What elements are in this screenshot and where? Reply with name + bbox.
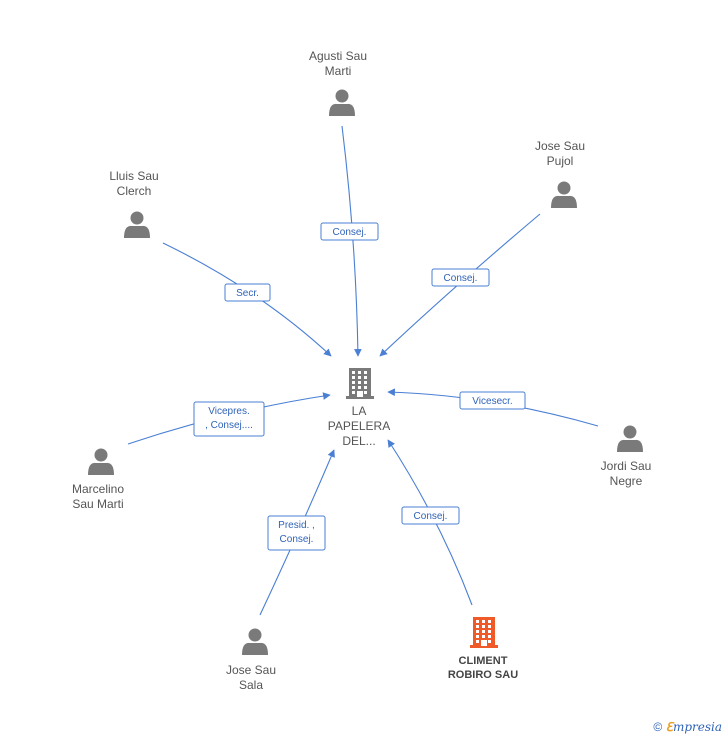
person-icon [242,628,268,655]
edge-label-box-marcelino[interactable] [193,401,265,437]
center-company-node[interactable]: LAPAPELERADEL... [328,368,390,448]
person-name[interactable]: Sala [239,678,263,692]
edge-label-jordi: Vicesecr. [472,396,512,407]
edge-label-box-jose-pujol[interactable] [431,268,490,287]
person-name[interactable]: Clerch [117,184,152,198]
company-name[interactable]: ROBIRO SAU [448,669,518,681]
brand-initial: ℇ [665,720,673,734]
person-name[interactable]: Jose Sau [535,139,585,153]
edge-label-box-agusti[interactable] [320,222,379,241]
edge-line-agusti [341,125,362,357]
edge-marcelino[interactable]: Vicepres. , Consej.... [127,392,331,445]
person-name[interactable]: Sau Marti [72,497,123,511]
edge-label-jose-sala: Presid. , [278,520,315,531]
building-icon [470,617,498,648]
company-node-climent[interactable]: CLIMENT ROBIRO SAU [448,617,518,681]
edge-label-marcelino: Vicepres. [208,406,250,417]
company-name[interactable]: CLIMENT [459,655,508,667]
edge-label-box-jose-sala[interactable] [267,515,326,551]
edge-label-climent: Consej. [414,511,448,522]
person-name[interactable]: Jose Sau [226,663,276,677]
edge-label-lluis: Secr. [236,288,259,299]
edge-jose-sala[interactable]: Presid. , Consej. [259,449,335,616]
brand-name: mpresia [672,720,722,734]
center-company-name[interactable]: LA [352,404,367,418]
edge-line-jose-pujol [379,213,541,357]
edge-climent[interactable]: Consej. [387,439,473,606]
person-name[interactable]: Marcelino [72,482,124,496]
edge-jordi[interactable]: Vicesecr. [387,388,599,427]
person-icon [124,211,150,238]
edge-label-agusti: Consej. [333,227,367,238]
person-name[interactable]: Negre [610,474,643,488]
edge-jose-pujol[interactable]: Consej. [379,213,541,357]
edge-agusti[interactable]: Consej. [320,125,379,357]
edge-lluis[interactable]: Secr. [162,242,332,357]
person-icon [617,425,643,452]
person-name[interactable]: Pujol [547,154,574,168]
person-name[interactable]: Agusti Sau [309,49,367,63]
person-icon [329,89,355,116]
building-icon [346,368,374,399]
edge-label-jose-pujol: Consej. [444,273,478,284]
person-icon [88,448,114,475]
person-name[interactable]: Lluis Sau [109,169,158,183]
edge-label-jose-sala: Consej. [280,534,314,545]
footer-copyright: © ℇmpresia [653,720,722,734]
edge-label-box-lluis[interactable] [224,283,271,302]
copyright-symbol: © [653,720,663,734]
edge-label-marcelino: , Consej.... [205,420,253,431]
center-company-name[interactable]: DEL... [342,434,375,448]
person-name[interactable]: Marti [325,64,352,78]
edge-label-box-jordi[interactable] [459,391,526,410]
edges-layer: Consej. Consej. Secr. Vicesecr. Vicepres. , C… [127,125,599,616]
edge-label-box-climent[interactable] [401,506,460,525]
person-name[interactable]: Jordi Sau [601,459,652,473]
center-company-name[interactable]: PAPELERA [328,419,390,433]
person-icon [551,181,577,208]
